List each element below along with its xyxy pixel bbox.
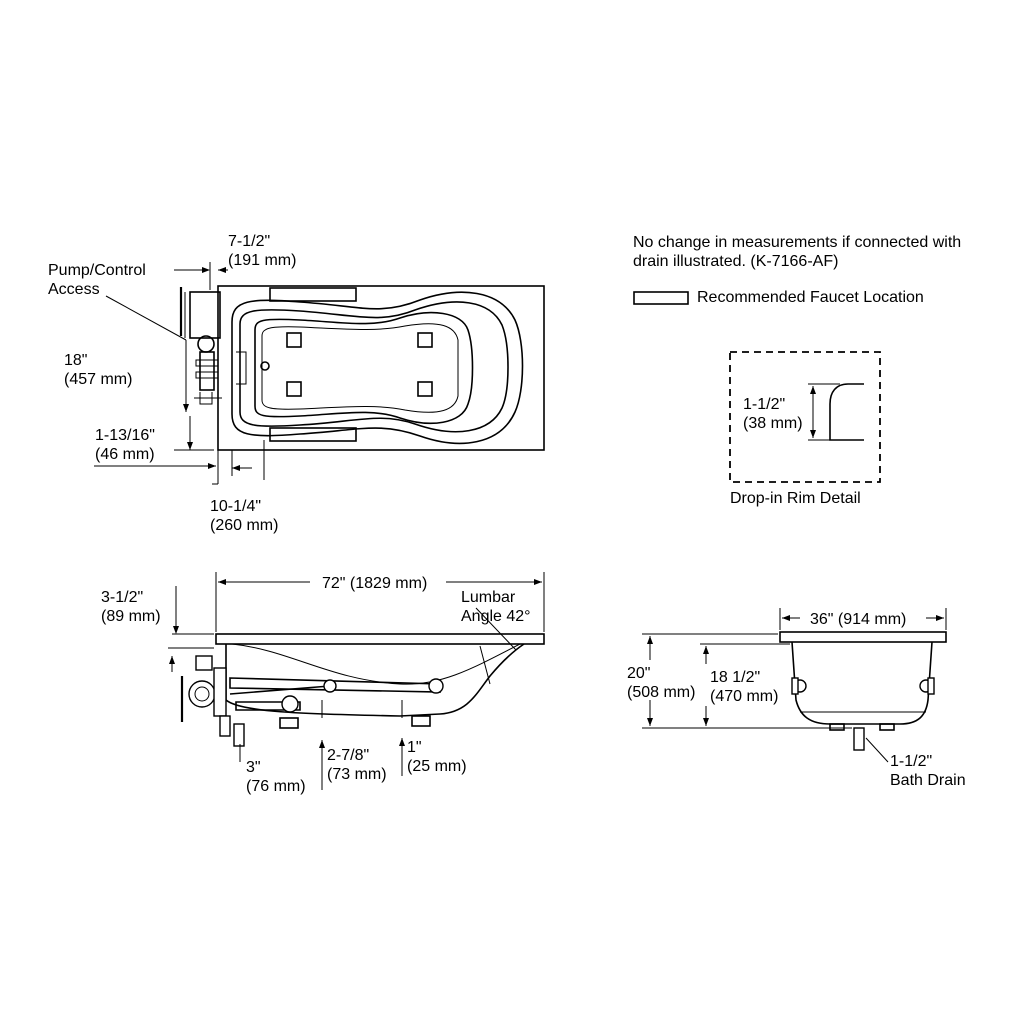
side-rim-deck (215, 633, 545, 645)
end-width-label: 36" (914 mm) (810, 611, 907, 628)
plan-dim-left-mm: (457 mm) (64, 371, 133, 388)
end-inner-mm: (470 mm) (710, 688, 779, 705)
plan-jet (417, 332, 433, 348)
plan-dim-top-in: 7-1/2" (228, 233, 271, 250)
rim-detail-frame (729, 351, 881, 483)
side-dim-b-in: 2-7/8" (327, 747, 370, 764)
side-dim-b-mm: (73 mm) (327, 766, 387, 783)
end-view (642, 608, 947, 763)
plan-jet (286, 381, 302, 397)
end-bath-drain (853, 727, 865, 751)
side-dim-a-in: 3" (246, 759, 261, 776)
end-bowl (791, 641, 933, 725)
plan-bowl-mid (239, 301, 509, 433)
plan-view (94, 262, 545, 485)
plan-dim-lower-mm: (46 mm) (95, 446, 155, 463)
end-drain-label: Bath Drain (890, 772, 966, 789)
faucet-legend-swatch (633, 291, 689, 305)
side-rim-in: 3-1/2" (101, 589, 144, 606)
plan-jet (417, 381, 433, 397)
pump-control-label: Pump/Control (48, 262, 146, 279)
rim-detail-title: Drop-in Rim Detail (730, 490, 861, 507)
side-pump (188, 680, 216, 708)
plan-pump-pipe (199, 351, 215, 391)
plan-faucet-location-bottom (269, 427, 357, 442)
plan-tub-outline (217, 285, 545, 451)
plan-dim-left-in: 18" (64, 352, 88, 369)
pump-access-label: Access (48, 281, 100, 298)
plan-overflow (236, 351, 247, 385)
rim-detail (729, 351, 881, 483)
end-height-in: 20" (627, 665, 651, 682)
rim-profile (829, 383, 864, 441)
side-dim-a-mm: (76 mm) (246, 778, 306, 795)
plan-dim-bottom-mm: (260 mm) (210, 517, 279, 534)
drain-note-line1: No change in measurements if connected w… (633, 234, 962, 270)
plan-jet (286, 332, 302, 348)
lumbar-label: Lumbar (461, 589, 516, 606)
plan-dim-bottom-in: 10-1/4" (210, 498, 262, 515)
lumbar-angle-label: Angle 42° (461, 608, 531, 625)
plan-bowl-outer (231, 291, 524, 445)
side-bowl (225, 643, 525, 717)
plan-pump-box (189, 291, 221, 339)
side-rim-mm: (89 mm) (101, 608, 161, 625)
end-height-mm: (508 mm) (627, 684, 696, 701)
rim-dim-mm: (38 mm) (743, 415, 803, 432)
plan-dim-top-mm: (191 mm) (228, 252, 297, 269)
side-length-label: 72" (1829 mm) (322, 575, 428, 592)
plan-bowl-floor (261, 323, 459, 413)
end-inner-in: 18 1/2" (710, 669, 761, 686)
side-dim-c-mm: (25 mm) (407, 758, 467, 775)
faucet-legend-label: Recommended Faucet Location (697, 289, 924, 306)
plan-faucet-location-top (269, 287, 357, 302)
end-rim-deck (779, 631, 947, 643)
plan-drain (260, 361, 270, 371)
side-dim-c-in: 1" (407, 739, 422, 756)
rim-dim-in: 1-1/2" (743, 396, 786, 413)
plan-bowl-inner (254, 311, 474, 424)
end-drain-size: 1-1/2" (890, 753, 933, 770)
plan-dim-lower-in: 1-13/16" (95, 427, 155, 444)
side-view (168, 572, 545, 790)
